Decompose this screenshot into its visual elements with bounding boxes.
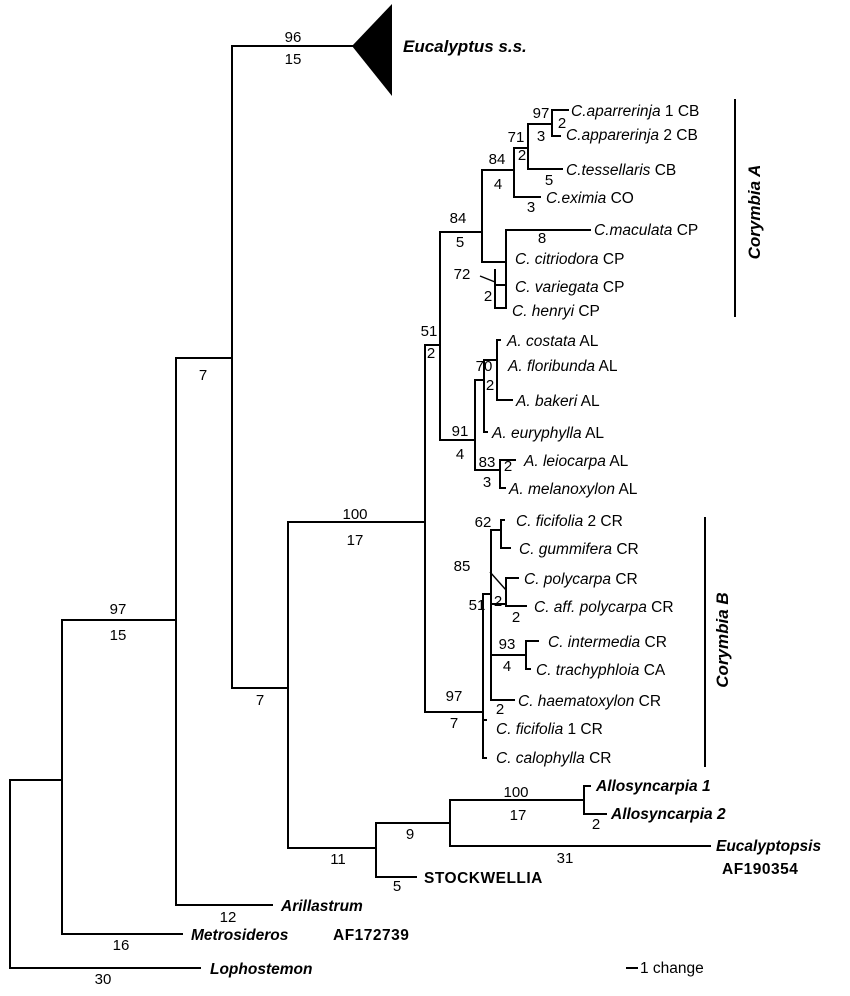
tip-label: C. intermedia CR bbox=[548, 634, 667, 651]
length-label: 3 bbox=[537, 128, 545, 145]
tip-lophostemon: Lophostemon bbox=[210, 961, 312, 978]
tip-label: C. trachyphloia CA bbox=[536, 662, 666, 679]
length-label: 16 bbox=[113, 937, 130, 954]
length-label: 2 bbox=[504, 458, 512, 475]
length-label: 15 bbox=[110, 627, 127, 644]
length-label: 3 bbox=[483, 474, 491, 491]
support-label: 51 bbox=[421, 323, 438, 340]
group-corymbia-a: Corymbia A bbox=[745, 165, 764, 260]
scale-label: 1 change bbox=[640, 960, 704, 977]
tip-label: C. aff. polycarpa CR bbox=[534, 599, 674, 616]
support-label: 84 bbox=[450, 210, 467, 227]
branch-labels: 96 15 7 97 15 97 2 3 71 2 5 84 4 3 84 5 … bbox=[95, 29, 601, 988]
tip-label: A. euryphylla AL bbox=[491, 425, 604, 442]
length-label: 2 bbox=[427, 345, 435, 362]
tip-label: A. leiocarpa AL bbox=[523, 453, 629, 470]
tree-branches bbox=[9, 45, 711, 969]
length-label: 4 bbox=[503, 658, 511, 675]
length-label: 5 bbox=[393, 878, 401, 895]
tip-eucalyptus: Eucalyptus s.s. bbox=[403, 37, 527, 56]
length-label: 8 bbox=[538, 230, 546, 247]
length-label: 5 bbox=[456, 234, 464, 251]
tip-label: C.tessellaris CB bbox=[566, 162, 676, 179]
tip-label: C. haematoxylon CR bbox=[518, 693, 661, 710]
tip-label: C. henryi CP bbox=[512, 303, 600, 320]
length-label: 2 bbox=[484, 288, 492, 305]
tip-allosyncarpia-1: Allosyncarpia 1 bbox=[595, 778, 711, 795]
tip-arillastrum: Arillastrum bbox=[280, 898, 363, 915]
tip-labels: Eucalyptus s.s. C.aparrerinja 1 CB C.app… bbox=[191, 37, 821, 978]
length-label: 9 bbox=[406, 826, 414, 843]
tip-label: C. citriodora CP bbox=[515, 251, 624, 268]
length-label: 2 bbox=[512, 609, 520, 626]
support-label: 85 bbox=[454, 558, 471, 575]
support-label: 97 bbox=[533, 105, 550, 122]
tip-label: C.maculata CP bbox=[594, 222, 698, 239]
tip-label: A. melanoxylon AL bbox=[508, 481, 638, 498]
tip-allosyncarpia-2: Allosyncarpia 2 bbox=[610, 806, 726, 823]
length-label: 3 bbox=[527, 199, 535, 216]
length-label: 2 bbox=[592, 816, 600, 833]
tip-label: C.aparrerinja 1 CB bbox=[571, 103, 699, 120]
tip-stockwellia: STOCKWELLIA bbox=[424, 870, 543, 887]
support-label: 97 bbox=[446, 688, 463, 705]
length-label: 2 bbox=[486, 377, 494, 394]
length-label: 7 bbox=[199, 367, 207, 384]
support-label: 100 bbox=[503, 784, 528, 801]
length-label: 7 bbox=[450, 715, 458, 732]
support-label: 93 bbox=[499, 636, 516, 653]
tip-metrosideros: Metrosideros bbox=[191, 927, 289, 944]
tip-label: C.eximia CO bbox=[546, 190, 634, 207]
length-label: 2 bbox=[496, 701, 504, 718]
length-label: 15 bbox=[285, 51, 302, 68]
length-label: 17 bbox=[347, 532, 364, 549]
leader-85 bbox=[489, 571, 507, 591]
support-label: 84 bbox=[489, 151, 506, 168]
length-label: 2 bbox=[494, 593, 502, 610]
tip-label: A. costata AL bbox=[506, 333, 599, 350]
length-label: 5 bbox=[545, 172, 553, 189]
tip-label: A. bakeri AL bbox=[515, 393, 600, 410]
length-label: 4 bbox=[456, 446, 464, 463]
support-label: 100 bbox=[342, 506, 367, 523]
length-label: 11 bbox=[330, 851, 346, 868]
length-label: 17 bbox=[510, 807, 527, 824]
tip-metrosideros-accession: AF172739 bbox=[333, 927, 409, 944]
length-label: 7 bbox=[256, 692, 264, 709]
support-label: 71 bbox=[508, 129, 525, 146]
tip-label: C. variegata CP bbox=[515, 279, 624, 296]
support-label: 70 bbox=[476, 358, 493, 375]
length-label: 4 bbox=[494, 176, 502, 193]
length-label: 31 bbox=[557, 850, 574, 867]
support-label: 91 bbox=[452, 423, 469, 440]
tip-eucalyptopsis: Eucalyptopsis bbox=[716, 838, 821, 855]
support-label: 83 bbox=[479, 454, 496, 471]
support-label: 51 bbox=[469, 597, 486, 614]
length-label: 2 bbox=[518, 147, 526, 164]
support-label: 97 bbox=[110, 601, 127, 618]
tip-label: C. gummifera CR bbox=[519, 541, 639, 558]
support-label: 62 bbox=[475, 514, 492, 531]
tip-label: C. ficifolia 1 CR bbox=[496, 721, 603, 738]
tip-label: C. ficifolia 2 CR bbox=[516, 513, 623, 530]
tip-eucalyptopsis-accession: AF190354 bbox=[722, 861, 798, 878]
length-label: 2 bbox=[558, 115, 566, 132]
tip-label: C. calophylla CR bbox=[496, 750, 611, 767]
group-corymbia-b: Corymbia B bbox=[713, 592, 732, 687]
tip-label: C. polycarpa CR bbox=[524, 571, 638, 588]
tip-label: A. floribunda AL bbox=[507, 358, 618, 375]
leader-72 bbox=[479, 275, 496, 283]
length-label: 12 bbox=[220, 909, 237, 926]
support-label: 72 bbox=[454, 266, 471, 283]
length-label: 30 bbox=[95, 971, 112, 988]
tip-label: C.apparerinja 2 CB bbox=[566, 127, 698, 144]
support-label: 96 bbox=[285, 29, 302, 46]
collapsed-clade-triangle bbox=[352, 4, 392, 96]
